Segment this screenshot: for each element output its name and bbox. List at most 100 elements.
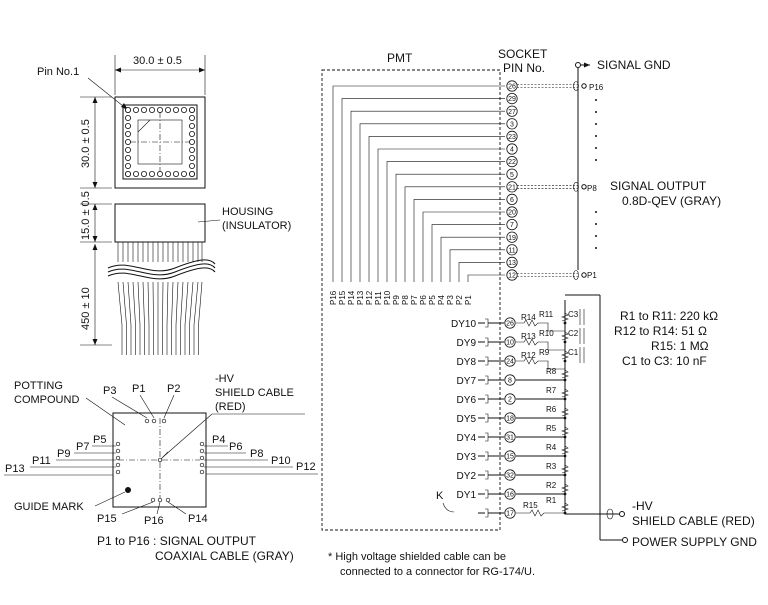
potting-label: POTTING bbox=[14, 380, 63, 392]
ladder-resistor-label: R1 bbox=[546, 496, 557, 505]
output-terminal bbox=[581, 272, 587, 278]
cable-line bbox=[142, 281, 145, 326]
r15-resistor bbox=[516, 509, 565, 517]
pin-hole bbox=[188, 162, 195, 169]
dynode-label: DY1 bbox=[457, 490, 477, 501]
dynode-label: DY10 bbox=[451, 319, 476, 330]
socket-pin-circle bbox=[506, 118, 518, 130]
pin-hole bbox=[125, 123, 132, 130]
anode-line bbox=[386, 161, 505, 282]
socket-pin-number: 3 bbox=[510, 121, 514, 128]
anode-line bbox=[431, 224, 505, 282]
right-p1-label: P1 bbox=[587, 271, 597, 280]
outline-side-view: 15.0 ± 0.5 HOUSING (INSULATOR) 450 ± 10 bbox=[80, 191, 291, 355]
housing-insulator-label: (INSULATOR) bbox=[222, 220, 291, 232]
base-pin bbox=[157, 497, 163, 503]
dynode-symbol bbox=[485, 508, 489, 518]
height-dimension: 30.0 ± 0.5 bbox=[80, 119, 92, 168]
ladder-resistor-label: R6 bbox=[546, 405, 557, 414]
ladder-resistor bbox=[561, 312, 569, 322]
pin-hole bbox=[125, 146, 132, 153]
ladder-resistor-label: R7 bbox=[546, 386, 557, 395]
anode-line bbox=[359, 123, 505, 282]
junction bbox=[563, 492, 567, 496]
ladder-resistor-label: R5 bbox=[546, 424, 557, 433]
anode-label: P16 bbox=[329, 290, 338, 305]
pin-hole bbox=[188, 115, 195, 122]
socket-pin-circle bbox=[504, 488, 516, 500]
socket-label: SOCKET bbox=[498, 47, 548, 61]
c1-c3-spec: C1 to C3: 10 nF bbox=[622, 354, 707, 368]
anode-label: P6 bbox=[419, 295, 428, 305]
pin-p2-label: P2 bbox=[167, 383, 180, 395]
coax-end bbox=[573, 270, 579, 280]
signal-output-cable-type: 0.8D-QEV (GRAY) bbox=[622, 194, 721, 208]
right-p8-label: P8 bbox=[587, 184, 597, 193]
continuation-dot bbox=[595, 223, 597, 225]
dynode-label: DY5 bbox=[457, 414, 477, 425]
base-pin bbox=[161, 418, 167, 424]
r1-r11-spec: R1 to R11: 220 kΩ bbox=[620, 309, 718, 323]
pin-p7-label: P7 bbox=[76, 441, 89, 453]
socket-pin-circle bbox=[504, 336, 516, 348]
pin-hole bbox=[132, 170, 139, 177]
anode-label: P13 bbox=[356, 290, 365, 305]
anode-label: P4 bbox=[437, 295, 446, 305]
anode-label: P9 bbox=[392, 295, 401, 305]
ladder-resistor bbox=[561, 331, 569, 341]
r15-label: R15 bbox=[523, 501, 538, 510]
socket-pin-circle bbox=[506, 206, 518, 218]
socket-pin-circle bbox=[504, 374, 516, 386]
base-pin bbox=[150, 497, 156, 503]
junction bbox=[563, 321, 567, 325]
base-pin bbox=[115, 462, 121, 468]
dynode-label: DY9 bbox=[457, 338, 477, 349]
bottom-hv-shield-label: SHIELD CABLE bbox=[215, 387, 294, 399]
pin-hole bbox=[156, 107, 163, 114]
pin-hole bbox=[132, 107, 139, 114]
socket-pin-number: 31 bbox=[506, 435, 514, 442]
coaxial-cable-label: COAXIAL CABLE (GRAY) bbox=[155, 549, 294, 563]
anode-label: P12 bbox=[365, 290, 374, 305]
anode-label: P5 bbox=[428, 295, 437, 305]
socket-pin-number: 23 bbox=[508, 134, 516, 141]
cable-line bbox=[117, 281, 123, 326]
pin-p14-label: P14 bbox=[188, 513, 208, 525]
socket-pin-number: 22 bbox=[508, 159, 516, 166]
width-dimension: 30.0 ± 0.5 bbox=[133, 55, 182, 67]
socket-pin-number: 7 bbox=[510, 222, 514, 229]
socket-pin-no-label: PIN No. bbox=[503, 61, 545, 75]
damping-resistor-label: R12 bbox=[521, 351, 536, 360]
anode-label: P2 bbox=[455, 295, 464, 305]
pin-hole bbox=[188, 154, 195, 161]
socket-pin-number: 2 bbox=[508, 397, 512, 404]
continuation-dot bbox=[595, 211, 597, 213]
bottom-hv-red-label: (RED) bbox=[215, 401, 246, 413]
socket-pin-number: 12 bbox=[508, 273, 516, 280]
pin-hole bbox=[125, 130, 132, 137]
housing-dimension: 15.0 ± 0.5 bbox=[80, 191, 92, 240]
cable-line bbox=[180, 281, 184, 326]
cable-line bbox=[189, 281, 194, 326]
base-pin bbox=[115, 455, 121, 461]
cable-line bbox=[127, 281, 132, 326]
dynode-label: DY6 bbox=[457, 395, 477, 406]
cable-line bbox=[152, 281, 154, 326]
anode-label: P8 bbox=[401, 295, 410, 305]
ladder-resistor-label: R3 bbox=[546, 462, 557, 471]
anode-label: P7 bbox=[410, 295, 419, 305]
anode-label: P14 bbox=[347, 290, 356, 305]
socket-pin-number: 27 bbox=[508, 109, 516, 116]
anode-line bbox=[350, 110, 505, 282]
socket-pin-circle bbox=[506, 269, 518, 281]
pmt-box bbox=[321, 69, 501, 531]
socket-pin-number: 8 bbox=[508, 378, 512, 385]
dynode-symbol bbox=[485, 375, 489, 385]
socket-pin-number: 32 bbox=[506, 473, 514, 480]
pin-hole bbox=[164, 107, 171, 114]
guide-mark-label: GUIDE MARK bbox=[14, 501, 84, 513]
base-pin bbox=[115, 441, 121, 447]
cathode-k-label: K bbox=[436, 490, 444, 502]
dynode-symbol bbox=[485, 432, 489, 442]
